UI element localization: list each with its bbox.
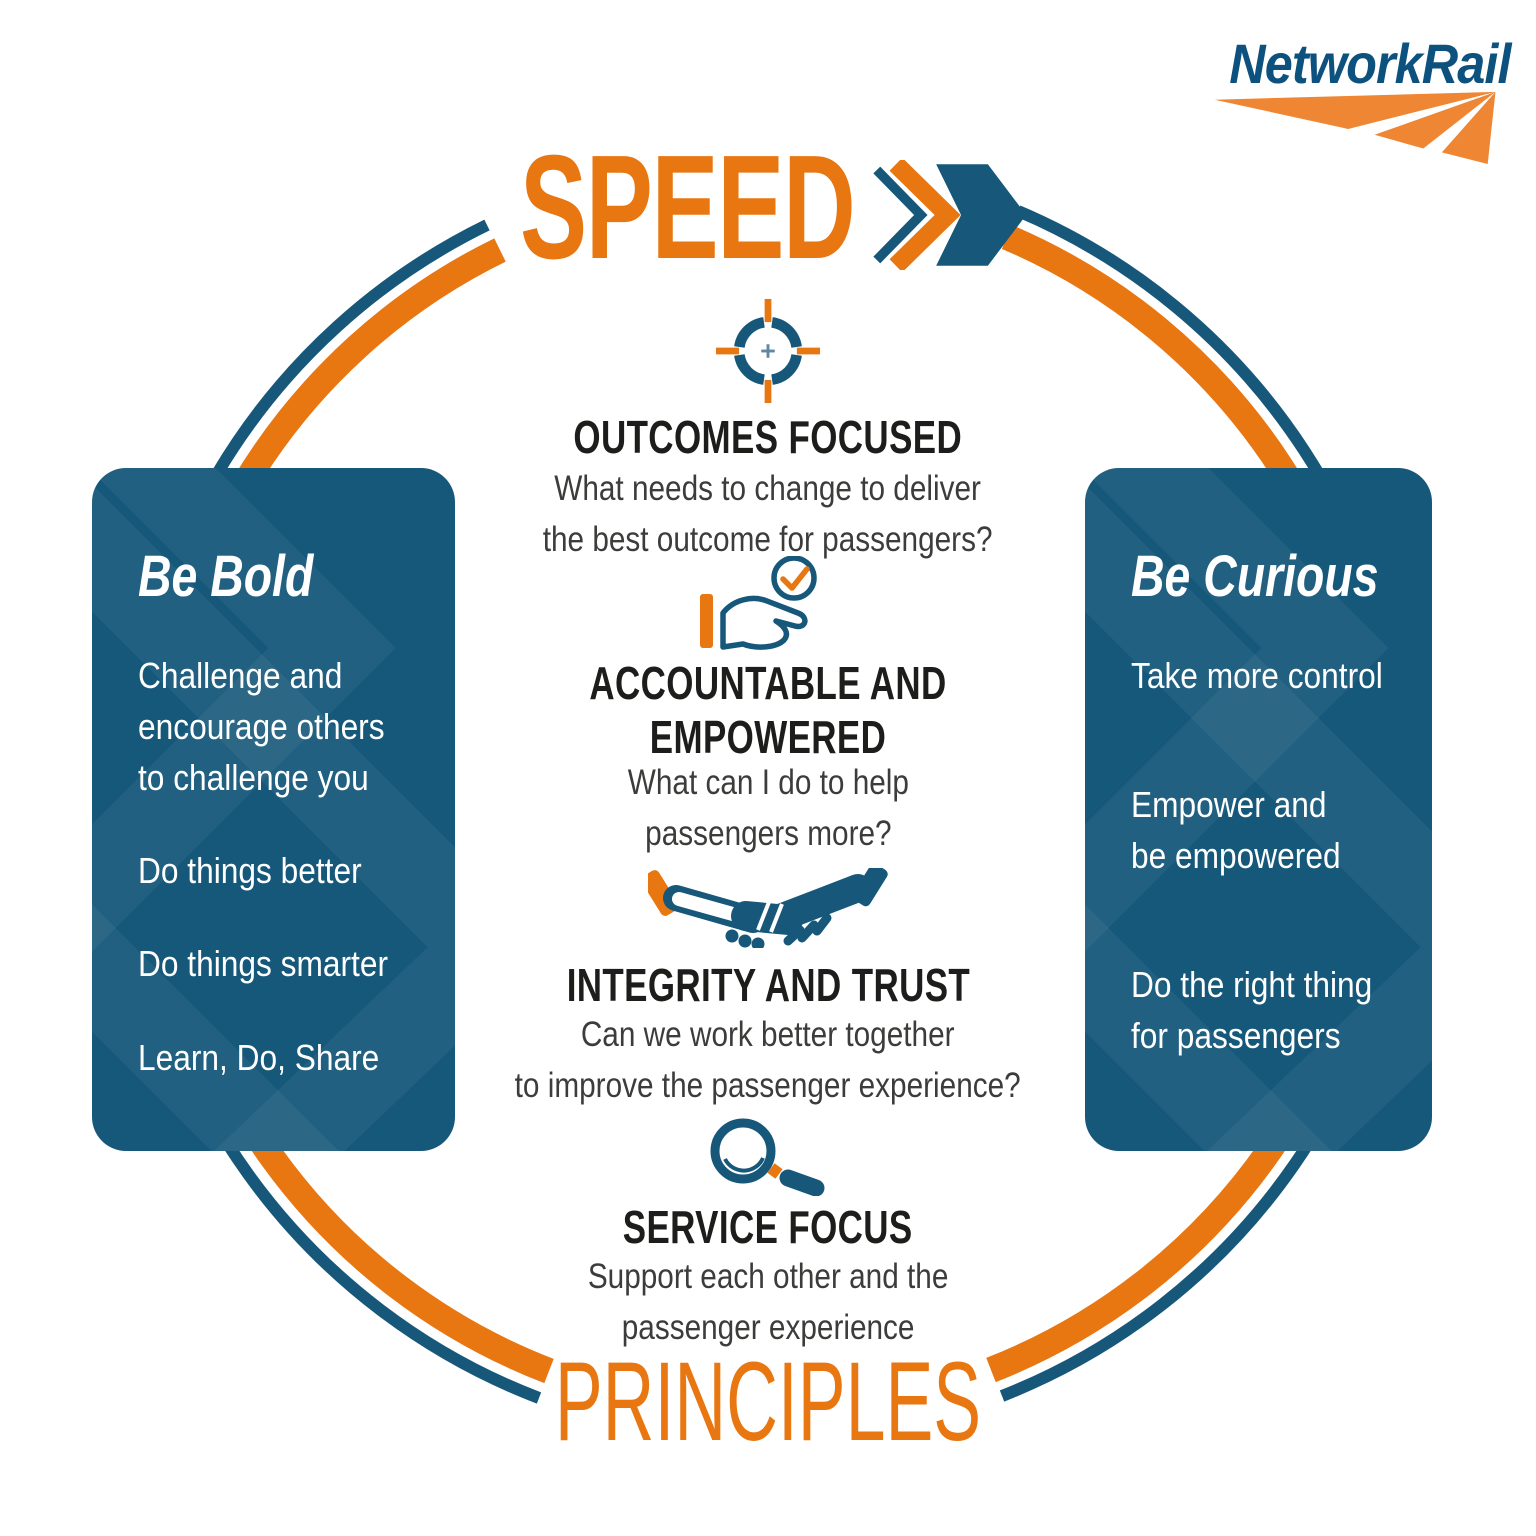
panel-body: Take more control Empower and be empower… bbox=[1131, 650, 1432, 1062]
principle-description: Can we work better together to improve t… bbox=[514, 1015, 1022, 1105]
panel-item: Do things smarter bbox=[138, 943, 389, 985]
panel-item: Learn, Do, Share bbox=[138, 1036, 380, 1078]
principle-description: Support each other and the passenger exp… bbox=[587, 1257, 949, 1347]
hand-check-icon bbox=[700, 556, 817, 650]
panel-title: Be Curious bbox=[1131, 544, 1379, 609]
logo-wordmark: NetworkRail bbox=[1229, 32, 1511, 95]
be-bold-panel: Be Bold Challenge and encourage others t… bbox=[92, 468, 455, 1151]
principle-heading: ACCOUNTABLE AND EMPOWERED bbox=[589, 657, 947, 764]
principle-heading: OUTCOMES FOCUSED bbox=[573, 411, 963, 463]
networkrail-logo: NetworkRail bbox=[1198, 32, 1512, 166]
panel-chevron-pattern bbox=[1085, 468, 1432, 1151]
principle-heading: INTEGRITY AND TRUST bbox=[566, 959, 970, 1011]
panel-item: Empower and be empowered bbox=[1131, 784, 1341, 877]
principle-description: What can I do to help passengers more? bbox=[627, 763, 909, 853]
panel-body: Challenge and encourage others to challe… bbox=[138, 650, 455, 1083]
speed-title: SPEED bbox=[520, 125, 856, 290]
panel-item: Do things better bbox=[138, 850, 362, 892]
target-icon bbox=[715, 298, 821, 404]
panel-item: Do the right thing for passengers bbox=[1131, 964, 1373, 1057]
speed-arrow-icon bbox=[873, 160, 1027, 270]
handshake-icon bbox=[648, 868, 888, 948]
magnifier-icon bbox=[710, 1118, 825, 1196]
panel-item: Challenge and encourage others to challe… bbox=[138, 655, 385, 799]
panel-title: Be Bold bbox=[138, 544, 314, 609]
panel-chevron-pattern bbox=[92, 468, 455, 1151]
logo-swoosh-icon bbox=[1214, 91, 1496, 165]
principle-description: What needs to change to deliver the best… bbox=[543, 469, 993, 559]
be-curious-panel: Be Curious Take more control Empower and… bbox=[1085, 468, 1432, 1151]
principle-heading: SERVICE FOCUS bbox=[623, 1201, 913, 1253]
principles-title: PRINCIPLES bbox=[554, 1339, 982, 1464]
panel-item: Take more control bbox=[1131, 655, 1383, 696]
